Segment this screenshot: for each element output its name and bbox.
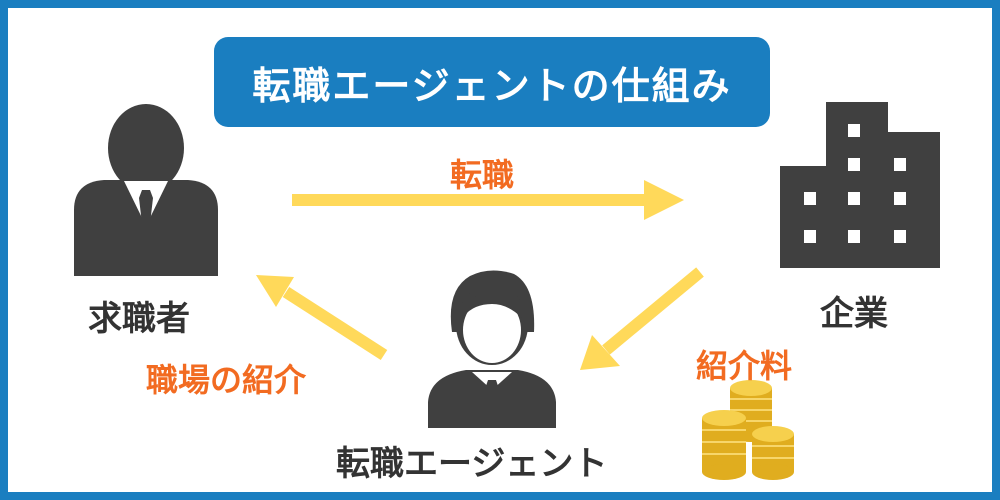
- company-building-icon: [780, 102, 940, 268]
- diagram-title: 転職エージェントの仕組み: [252, 63, 732, 108]
- job-seeker-icon: [74, 104, 218, 276]
- job-seeker-label: 求職者: [88, 299, 190, 339]
- edge-label-referral-fee: 紹介料: [696, 347, 793, 385]
- agent-label: 転職エージェント: [336, 444, 608, 484]
- edge-label-job-change: 転職: [450, 156, 515, 194]
- arrow-company-to-agent: [580, 267, 704, 370]
- edge-label-job-introduction: 職場の紹介: [146, 361, 307, 399]
- company-label: 企業: [820, 294, 888, 334]
- title-banner: 転職エージェントの仕組み: [214, 37, 770, 127]
- coin-stacks-icon: [702, 380, 794, 480]
- diagram-graphics: [74, 102, 940, 480]
- agent-person-icon: [428, 270, 556, 428]
- arrow-job-seeker-to-company: [292, 180, 684, 220]
- arrow-agent-to-job-seeker: [256, 275, 388, 361]
